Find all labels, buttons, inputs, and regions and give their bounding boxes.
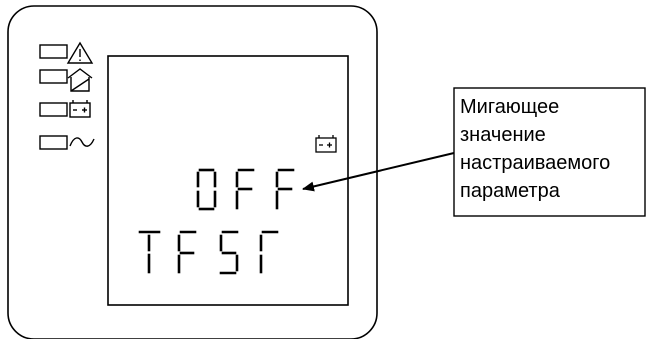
- lcd-parameter-segments: [138, 230, 279, 275]
- lcd-value-segments: [196, 168, 295, 211]
- callout-text: Мигающее значение настраиваемого парамет…: [460, 96, 616, 202]
- battery-icon: [69, 100, 91, 118]
- segment-letter-f-2: [275, 168, 295, 210]
- lcd-battery-icon: [315, 135, 337, 153]
- callout-box: [453, 87, 646, 217]
- indicator-list: [39, 41, 95, 150]
- indicator-warning: [39, 41, 94, 64]
- callout-arrow: [302, 152, 455, 192]
- lcd-screen: [107, 55, 349, 306]
- indicator-led: [39, 69, 68, 84]
- segment-digit-0: [196, 168, 217, 211]
- indicator-led: [39, 135, 68, 150]
- callout-line-2: значение: [460, 124, 546, 146]
- warning-icon: [66, 41, 94, 64]
- indicator-led: [39, 44, 68, 59]
- segment-letter-f-3: [177, 230, 197, 274]
- indicator-battery: [39, 100, 91, 118]
- indicator-ac: [39, 135, 95, 150]
- segment-letter-f-1: [235, 168, 255, 210]
- bypass-house-icon: [67, 68, 93, 92]
- indicator-led: [39, 102, 68, 117]
- segment-letter-gamma: [259, 230, 279, 274]
- indicator-bypass: [39, 68, 93, 92]
- device-housing: [7, 5, 378, 339]
- segment-letter-t: [138, 230, 161, 274]
- ac-wave-icon: [69, 137, 95, 147]
- callout-line-4: параметра: [460, 180, 561, 202]
- callout-line-1: Мигающее: [460, 96, 559, 118]
- callout-line-3: настраиваемого: [460, 152, 610, 174]
- segment-letter-s: [219, 230, 239, 275]
